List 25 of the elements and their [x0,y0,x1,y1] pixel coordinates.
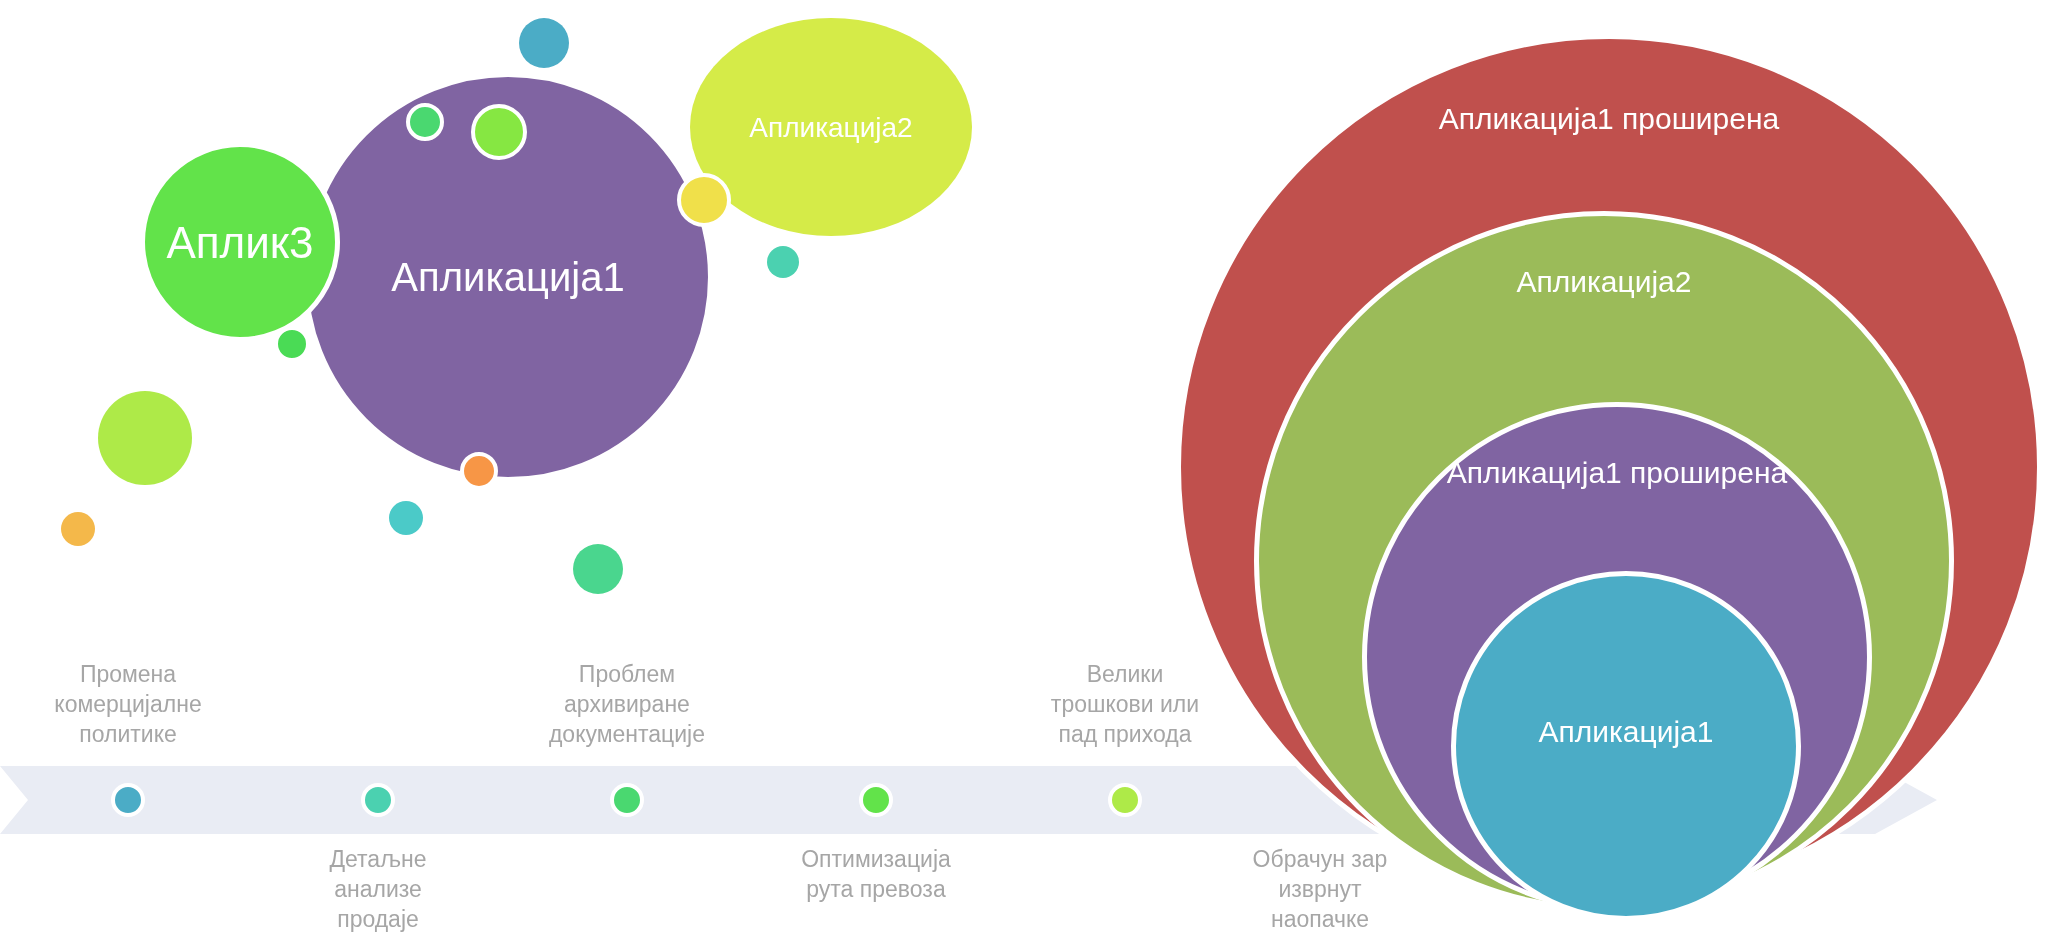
timeline-dot [1108,783,1142,817]
bubble-label: Апликација2 [1515,264,1693,300]
timeline-dot [361,783,395,817]
decor-circle [519,18,569,68]
bubble-label: Апликација1 [1537,714,1715,750]
timeline-label: Оптимизација рута превоза [800,845,952,904]
timeline-label: Промена комерцијалне политике [53,660,203,750]
bubble-label: Апликација1 [390,254,626,301]
timeline-dot [610,783,644,817]
decor-circle [767,246,799,278]
timeline-label: Обрачун зар изврнут наопачке [1251,845,1389,934]
decor-circle [471,104,527,160]
bubble-label: Апликација1 проширена [1437,101,1781,137]
bubble-label: Апликација2 [748,110,914,145]
timeline-dot [859,783,893,817]
bubble-label: Аплик3 [165,216,315,269]
decor-circle [61,512,95,546]
timeline-dot [111,783,145,817]
decor-circle [389,501,423,535]
timeline-label: Проблем архивиране документације [547,660,707,750]
timeline-label: Детаљне анализе продаје [328,845,428,934]
bubble-label: Апликација1 проширена [1445,455,1789,491]
decor-circle [406,103,444,141]
decor-circle [573,544,623,594]
timeline-label: Велики трошкови или пад прихода [1049,660,1201,750]
